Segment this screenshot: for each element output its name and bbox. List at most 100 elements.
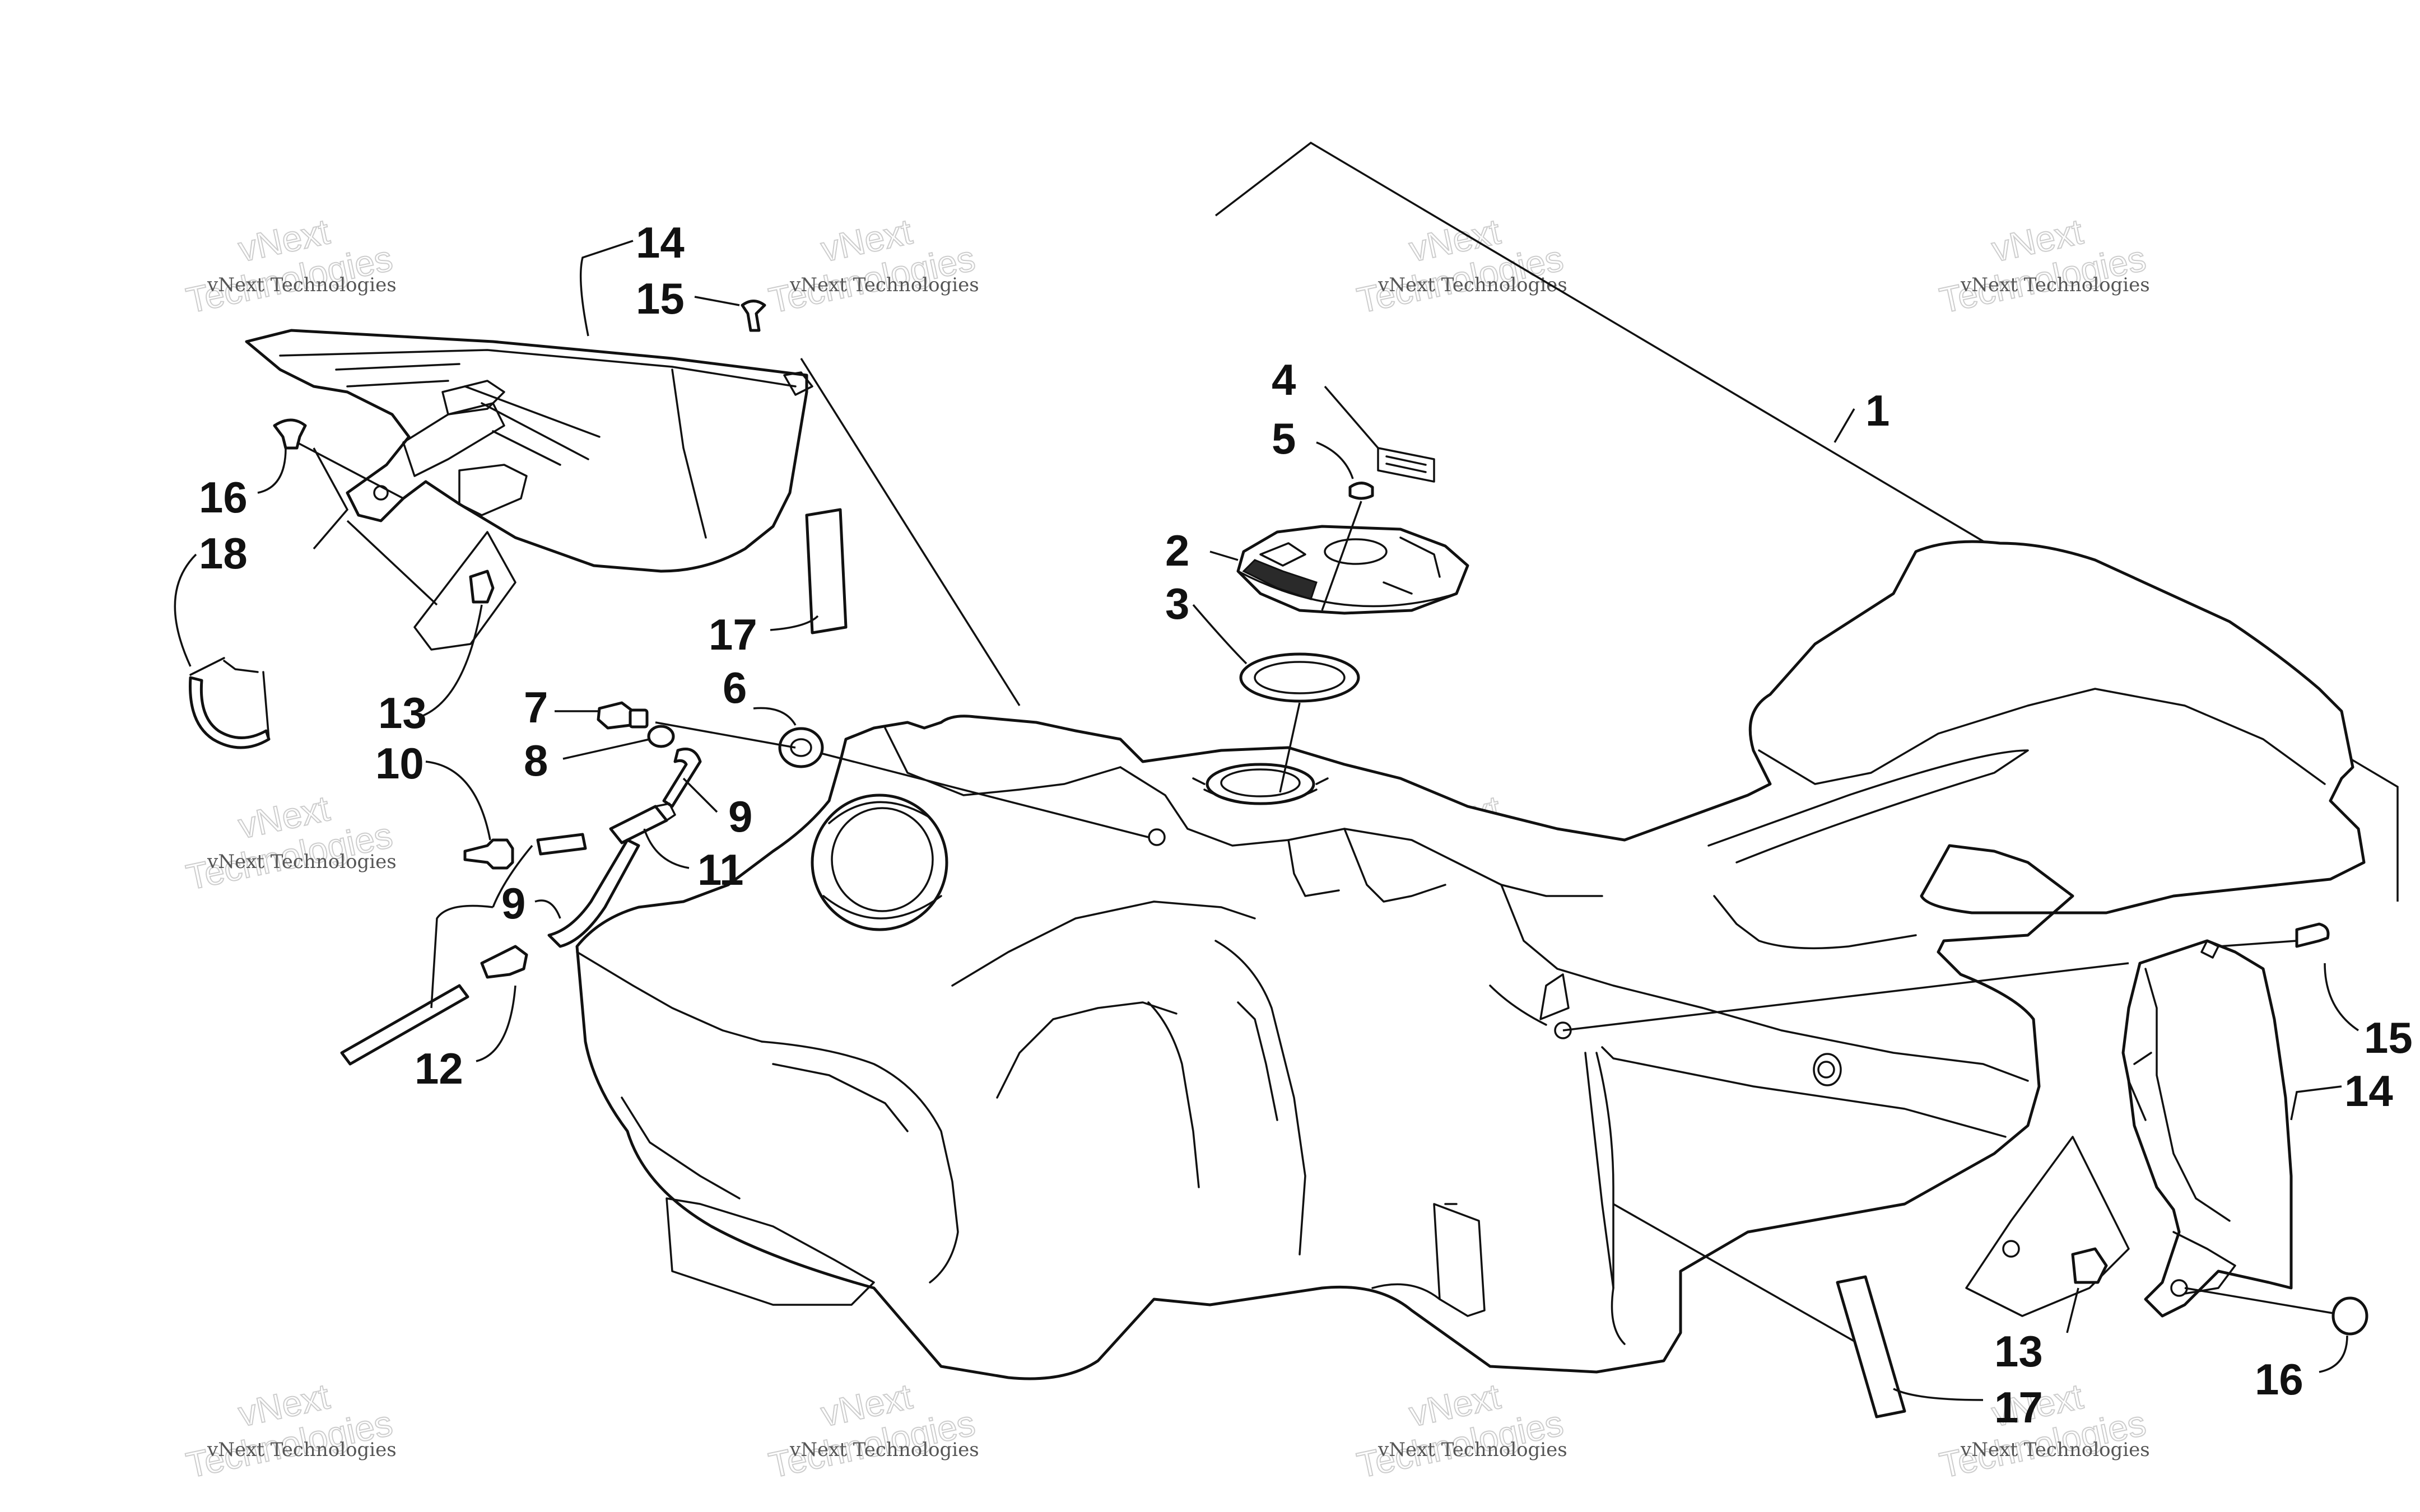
leader-15b-axis (2218, 940, 2297, 948)
callout-5: 5 (1272, 414, 1296, 463)
leader-9a (682, 777, 718, 813)
callout-17b: 17 (1994, 1383, 2043, 1432)
tank-strap-outer (189, 657, 270, 740)
vent-hose-lower (547, 838, 640, 948)
fuel-tank-outline (575, 540, 2366, 1380)
callout-16b: 16 (2255, 1355, 2303, 1404)
leader-9c (430, 904, 494, 1009)
tank-bracket-right-hole (2002, 1240, 2020, 1258)
tank-side-band (1500, 884, 2029, 1082)
tank-saddle-top (1758, 688, 2326, 785)
filler-neck-inner (1220, 768, 1301, 797)
hose-routing-line-2 (820, 752, 1149, 838)
leader-17a (770, 615, 819, 631)
tank-saddle-rib (1707, 749, 2029, 864)
tank-bracket-left-clip (469, 570, 495, 604)
cap-screw (1348, 482, 1374, 500)
callout-13b: 13 (1994, 1327, 2043, 1376)
tank-center-dip-2 (1214, 940, 1306, 1256)
tank-center-crease (1147, 1001, 1200, 1188)
hardware (189, 300, 2368, 1418)
leader-3 (1192, 604, 1248, 665)
cap-gasket-inner (1254, 661, 1346, 694)
tank-strap-buckle (223, 660, 259, 673)
vent-hose-assembly (340, 358, 1149, 1066)
left-panel-top-edge (279, 349, 797, 388)
leader-16b-axis (2184, 1287, 2334, 1314)
hose-connector (609, 805, 668, 844)
tank-left-lobe-2 (772, 1063, 909, 1132)
callout-10: 10 (375, 739, 424, 788)
callout-6: 6 (723, 663, 747, 712)
screw-left (741, 300, 766, 332)
right-panel-ribs (2128, 1052, 2152, 1121)
leader-3b (1279, 702, 1301, 793)
callout-12: 12 (415, 1044, 463, 1093)
tank-side-band-2 (1489, 984, 1547, 1026)
vent-hose-long (340, 984, 469, 1066)
tank-center-pocket (1237, 1001, 1278, 1121)
vent-grommet (778, 727, 824, 768)
push-rivet-right (2331, 1296, 2368, 1336)
callout-3: 3 (1165, 579, 1189, 628)
elbow-fitting (597, 701, 635, 730)
right-side-panel-body (2121, 939, 2293, 1318)
callout-8: 8 (524, 736, 548, 785)
watermark: vNext Technologies vNext Technologies (182, 1375, 397, 1486)
check-valve (463, 838, 514, 870)
watermark-text: vNext Technologies (207, 851, 397, 873)
push-rivet-left (273, 418, 307, 450)
leader-cap-axis (1321, 501, 1362, 611)
callout-15b: 15 (2364, 1013, 2413, 1062)
leader-16a (257, 447, 287, 494)
callout-1: 1 (1865, 386, 1890, 435)
watermark-text: vNext Technologies (789, 1439, 979, 1461)
leader-8 (562, 738, 650, 760)
right-side-panel (2121, 939, 2293, 1318)
hose-clamp-small (647, 725, 675, 748)
tank-left-lobe (761, 1040, 959, 1284)
tank-bottom-curve (1371, 1283, 1441, 1300)
tank-right-panel (1601, 1046, 2007, 1138)
leader-16b (2319, 1335, 2348, 1373)
watermark: vNext Technologies vNext Technologies (1353, 211, 1567, 321)
tank-inner-panel (1584, 1052, 1614, 1289)
tank-bracket-right (1965, 1136, 2130, 1317)
watermark-text: vNext Technologies (1960, 274, 2150, 296)
callout-2: 2 (1165, 526, 1189, 575)
leader-15a (694, 296, 740, 306)
watermark-text: vNext Technologies (1377, 274, 1567, 296)
tank-left-window (666, 1197, 875, 1306)
tank-center-hump (951, 900, 1256, 987)
leader-14a (579, 240, 634, 337)
pump-opening-inner (831, 807, 934, 912)
pump-opening-ring (822, 801, 942, 920)
left-panel-latch (441, 380, 505, 416)
callout-17a: 17 (709, 610, 757, 659)
watermark-text: vNext Technologies (789, 274, 979, 296)
callout-labels: 1 2 3 4 5 6 7 8 9 9 10 11 12 13 13 14 14… (199, 218, 2413, 1432)
watermark-text: vNext Technologies (207, 1439, 397, 1461)
foam-strip-left (805, 508, 848, 634)
leader-strap-axis (313, 447, 349, 550)
callout-14b: 14 (2344, 1066, 2393, 1116)
callout-16a: 16 (199, 473, 248, 522)
tank-left-front (576, 951, 763, 1043)
callout-9a: 9 (728, 792, 752, 841)
leader-17b-axis (1613, 1203, 1855, 1342)
leader-2 (1209, 550, 1239, 561)
filler-cap-center (1324, 538, 1388, 565)
filler-cap-flange (1259, 542, 1306, 567)
filler-cap-grip (1383, 536, 1441, 595)
foam-strip-right (1836, 1275, 1906, 1418)
tank-left-crease (621, 1096, 741, 1200)
hose-tee-fitting (480, 945, 528, 979)
tank-step-2 (1287, 839, 1340, 897)
callout-9b: 9 (501, 879, 525, 928)
watermark: vNext Technologies vNext Technologies (182, 211, 397, 321)
left-panel-clip (458, 464, 528, 516)
watermark-text: vNext Technologies (207, 274, 397, 296)
leader-17b (1893, 1388, 1984, 1401)
leader-6 (753, 707, 797, 726)
callout-11: 11 (697, 845, 743, 894)
